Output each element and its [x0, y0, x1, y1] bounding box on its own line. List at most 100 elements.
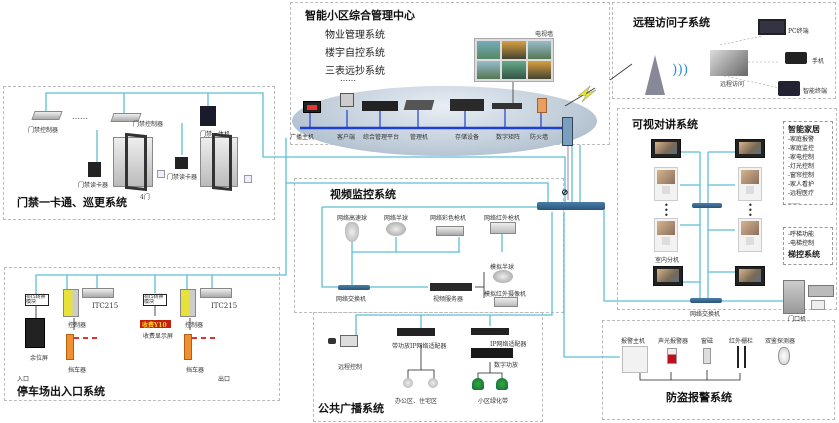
door-reader-2 [175, 157, 188, 169]
ip-adapter-with-amp-label: 带功放IP网络适配器 [392, 343, 447, 350]
pc-terminal-icon [758, 19, 786, 35]
door-reader-1-label: 门禁读卡器 [78, 182, 109, 189]
alarm-host-device [622, 346, 648, 373]
smart-home-item: -家庭监控 [788, 145, 815, 152]
elevator-list: -呼梯功能 -电梯控制 梯控系统 [783, 227, 833, 265]
entry-barrier-gate [66, 334, 74, 360]
garden-speaker [472, 378, 484, 390]
fee-display-text: 收费Y10 [142, 322, 167, 329]
tv-wall [474, 38, 554, 82]
digital-amplifier-label: 数字功放 [494, 362, 519, 369]
exit-barrier-arm [192, 337, 218, 339]
switch-link-icon: ⊘ [561, 188, 569, 198]
exit-button-1 [157, 170, 165, 178]
remaining-spaces-display [25, 318, 45, 348]
conversion-module-entry-label: 485转换模块 [26, 294, 46, 305]
indoor-monitor [735, 139, 765, 158]
ceiling-speaker [403, 378, 413, 388]
camera-label-ir-bullet: 网络红外枪机 [484, 215, 521, 222]
alarm-label-host: 报警主机 [621, 338, 646, 345]
ceiling-speaker [428, 378, 438, 388]
terminal-label-smart: 智能终端 [803, 88, 828, 95]
exit-barrier-gate [184, 334, 192, 360]
entry-lpr-camera [82, 288, 114, 298]
alarm-title: 防盗报警系统 [666, 391, 732, 404]
camera-label-color-bullet: 网络彩色枪机 [430, 215, 467, 222]
broadcast-title: 公共广播系统 [318, 402, 384, 415]
entry-controller-label: 控制器 [68, 322, 87, 329]
terminal-label-pc: PC终端 [788, 28, 809, 35]
indoor-monitor [653, 266, 683, 286]
fee-display-label: 收费显示屏 [143, 333, 174, 340]
management-platform-device [362, 101, 398, 111]
exit-controller [180, 289, 196, 317]
remote-access-label: 远程访问 [720, 81, 745, 88]
client-pc-device [340, 93, 354, 107]
terminal-label-mobile: 手机 [812, 58, 825, 65]
elevator-item: -电梯控制 [788, 240, 815, 247]
tv-screen [527, 61, 551, 79]
broadcast-host-screen [307, 105, 317, 110]
firewall-device [537, 98, 547, 113]
remaining-spaces-label: 余位屏 [30, 355, 49, 362]
color-bullet-camera [436, 226, 464, 236]
video-switch-label: 网络交换机 [336, 296, 367, 303]
garden-speaker [496, 378, 508, 390]
tv-screen [477, 61, 501, 79]
analog-ir-camera-label: 模拟红外摄像机 [484, 291, 527, 298]
zone-office-label: 办公区、住宅区 [395, 398, 438, 405]
alarm-label-dual-detector: 双鉴探测器 [765, 338, 796, 345]
intercom-main-switch [690, 298, 722, 303]
analog-ir-camera [494, 297, 518, 307]
conversion-module-exit [143, 294, 167, 306]
device-label-firewall: 防火墙 [530, 134, 549, 141]
elevator-panel [811, 300, 825, 310]
smart-home-item: …… [788, 199, 800, 206]
smart-home-item: -家人看护 [788, 181, 815, 188]
broadcast-host-device [303, 101, 321, 113]
ip-adapter [471, 328, 509, 335]
door-leaf-1 [125, 132, 147, 192]
ip-adapter-label: IP网络适配器 [490, 341, 527, 348]
ir-fence-device [737, 346, 739, 368]
vertical-ellipsis-left: ••• [664, 201, 669, 220]
door-controller-1 [31, 111, 63, 120]
door-controller-2-label: 门禁控制器 [133, 121, 164, 128]
controller-ellipsis: …… [72, 112, 88, 121]
exit-barrier-label: 挡车器 [186, 367, 205, 374]
indoor-monitor [651, 139, 681, 158]
door-reader-2-label: 门禁读卡器 [167, 174, 198, 181]
smart-home-item: -灯光控制 [788, 163, 815, 170]
entry-label: 入口 [17, 376, 30, 383]
entry-barrier-label: 挡车器 [68, 367, 87, 374]
exit-controller-label: 控制器 [185, 322, 204, 329]
indoor-unit-label: 室内分机 [655, 257, 680, 264]
video-server-device [430, 283, 472, 291]
smart-home-title: 智能家居 [788, 124, 820, 134]
entry-barrier-arm [74, 337, 100, 339]
indoor-monitor [735, 266, 765, 286]
ir-fence-device [744, 346, 746, 368]
mini-dome-camera [386, 222, 406, 236]
cell-tower-icon [645, 55, 665, 95]
door-leaf-2 [212, 132, 232, 192]
device-label-manager: 管理机 [410, 134, 429, 141]
dual-detector-device [778, 347, 790, 365]
tv-screen [527, 41, 551, 59]
digital-matrix-device [492, 103, 522, 109]
tv-screen [502, 61, 526, 79]
subsystem-meter-reading: 三表远抄系统 [325, 66, 385, 77]
subsystem-building-automation: 楼宇自控系统 [325, 48, 385, 59]
ip-adapter-with-amp [397, 328, 435, 336]
core-switch-device [562, 117, 573, 146]
speed-dome-camera [345, 222, 359, 242]
alarm-label-ir-fence: 红外栅栏 [729, 338, 754, 345]
storage-device [450, 99, 484, 111]
tv-screen [502, 41, 526, 59]
subsystem-property: 物业管理系统 [325, 30, 385, 41]
remote-control-label: 远程控制 [338, 364, 363, 371]
smart-home-item: -家电控制 [788, 154, 815, 161]
indoor-unit [738, 167, 762, 201]
device-label-broadcast-host: 广播主机 [290, 134, 315, 141]
parking-title: 停车场出入口系统 [17, 385, 105, 398]
